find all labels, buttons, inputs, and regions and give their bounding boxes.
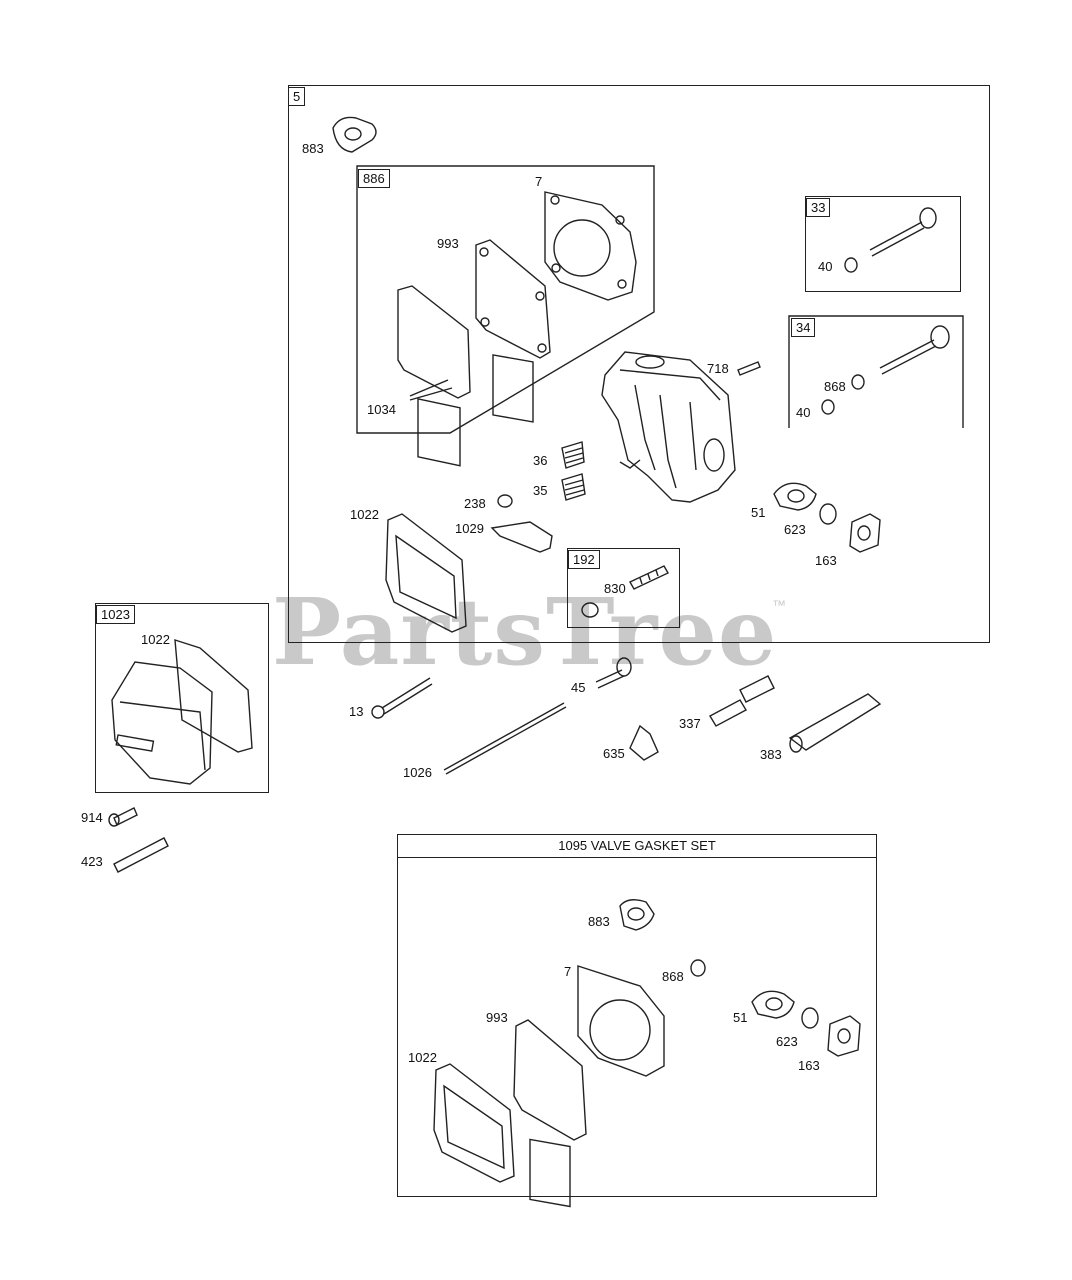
pin-718-icon xyxy=(737,361,761,376)
screw-914-icon xyxy=(108,807,138,827)
set-label-623[interactable]: 623 xyxy=(776,1034,798,1049)
label-45[interactable]: 45 xyxy=(571,680,586,695)
gasket-993-icon xyxy=(475,239,551,423)
assembly-1023-frame xyxy=(95,603,269,793)
label-40-valve34[interactable]: 40 xyxy=(796,405,811,420)
cylinder-head-icon xyxy=(601,351,736,503)
gasket-163-icon xyxy=(849,513,881,553)
label-830[interactable]: 830 xyxy=(604,581,626,596)
assembly-886-frame xyxy=(356,165,655,434)
label-383[interactable]: 383 xyxy=(760,747,782,762)
valve-33-icon xyxy=(844,207,937,273)
bracket-1029-icon xyxy=(490,521,553,553)
valve-cover-1023-icon xyxy=(111,639,253,785)
seal-192-icon xyxy=(581,602,599,618)
spark-plug-337-icon xyxy=(709,675,775,727)
set-label-163[interactable]: 163 xyxy=(798,1058,820,1073)
set-cover-gasket-1022-icon xyxy=(433,1063,515,1183)
spring-36-icon xyxy=(561,441,585,469)
assembly-1023-tag[interactable]: 1023 xyxy=(96,605,135,624)
ring-238-icon xyxy=(497,494,513,508)
set-label-993[interactable]: 993 xyxy=(486,1010,508,1025)
label-7[interactable]: 7 xyxy=(535,174,543,189)
label-51[interactable]: 51 xyxy=(751,505,766,520)
gasket-883-icon xyxy=(332,116,377,153)
ring-623-icon xyxy=(819,503,837,525)
label-718[interactable]: 718 xyxy=(707,361,729,376)
cover-gasket-1022-icon xyxy=(385,513,467,633)
set-label-1022[interactable]: 1022 xyxy=(408,1050,437,1065)
set-label-7[interactable]: 7 xyxy=(564,964,572,979)
label-163[interactable]: 163 xyxy=(815,553,837,568)
label-423[interactable]: 423 xyxy=(81,854,103,869)
set-label-883[interactable]: 883 xyxy=(588,914,610,929)
set-gasket-993-icon xyxy=(513,1019,587,1208)
watermark-logo: PartsTree xyxy=(272,578,778,686)
label-1029[interactable]: 1029 xyxy=(455,521,484,536)
valve-gasket-set-frame: 1095 VALVE GASKET SET xyxy=(397,834,877,1197)
assembly-34-frame xyxy=(788,315,964,428)
set-label-868[interactable]: 868 xyxy=(662,969,684,984)
assembly-33-tag[interactable]: 33 xyxy=(806,198,831,217)
trademark-symbol: ™ xyxy=(772,597,786,613)
label-883[interactable]: 883 xyxy=(302,141,324,156)
valve-45-icon xyxy=(595,657,632,689)
bolt-13-icon xyxy=(371,677,433,719)
label-635[interactable]: 635 xyxy=(603,746,625,761)
assembly-5-frame xyxy=(288,85,990,643)
assembly-192-tag[interactable]: 192 xyxy=(568,550,600,569)
label-35[interactable]: 35 xyxy=(533,483,548,498)
label-623[interactable]: 623 xyxy=(784,522,806,537)
set-gasket-51-icon xyxy=(751,990,795,1019)
spring-35-icon xyxy=(561,473,586,501)
set-gasket-883-icon xyxy=(619,899,655,931)
assembly-5-tag[interactable]: 5 xyxy=(288,87,306,106)
label-238[interactable]: 238 xyxy=(464,496,486,511)
assembly-34-tag[interactable]: 34 xyxy=(791,318,816,337)
set-head-gasket-7-icon xyxy=(577,965,665,1077)
tool-383-icon xyxy=(788,693,882,753)
plate-1034-icon xyxy=(397,285,471,467)
valve-34-icon xyxy=(821,325,950,415)
set-gasket-163-icon xyxy=(827,1015,861,1057)
label-13[interactable]: 13 xyxy=(349,704,364,719)
label-1022[interactable]: 1022 xyxy=(350,507,379,522)
assembly-33-frame xyxy=(805,196,961,292)
set-label-51[interactable]: 51 xyxy=(733,1010,748,1025)
fitting-830-icon xyxy=(629,565,669,590)
label-36[interactable]: 36 xyxy=(533,453,548,468)
label-40-valve33[interactable]: 40 xyxy=(818,259,833,274)
label-1022-cover[interactable]: 1022 xyxy=(141,632,170,647)
set-ring-623-icon xyxy=(801,1007,819,1029)
label-993[interactable]: 993 xyxy=(437,236,459,251)
label-1026[interactable]: 1026 xyxy=(403,765,432,780)
valve-gasket-set-title: 1095 VALVE GASKET SET xyxy=(398,835,876,858)
label-914[interactable]: 914 xyxy=(81,810,103,825)
set-ring-868-icon xyxy=(690,959,706,977)
gasket-51-icon xyxy=(773,482,817,511)
label-868[interactable]: 868 xyxy=(824,379,846,394)
head-gasket-7-icon xyxy=(544,191,637,301)
label-337[interactable]: 337 xyxy=(679,716,701,731)
pushrod-1026-icon xyxy=(443,702,567,775)
assembly-192-frame xyxy=(567,548,680,628)
stud-423-icon xyxy=(113,837,169,873)
label-1034[interactable]: 1034 xyxy=(367,402,396,417)
assembly-886-tag[interactable]: 886 xyxy=(358,169,390,188)
rocker-635-icon xyxy=(629,724,659,761)
